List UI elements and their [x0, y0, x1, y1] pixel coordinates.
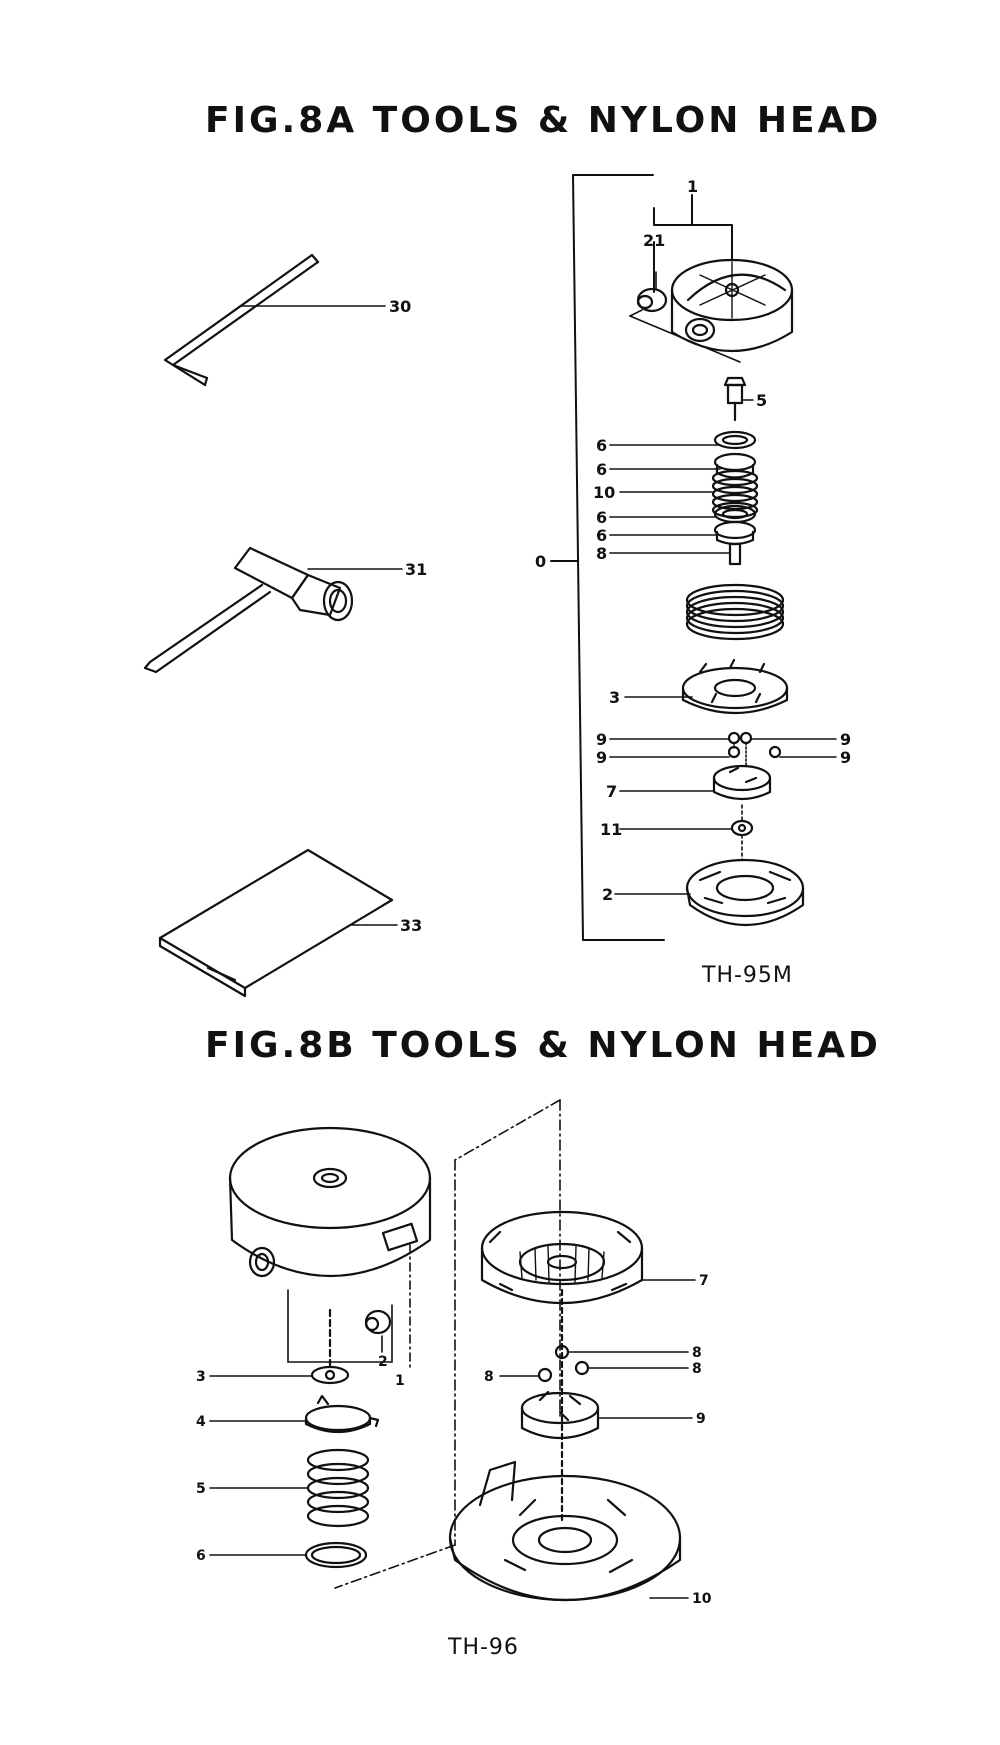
callout-b-9: 9 — [696, 1411, 706, 1427]
callout-b-3: 3 — [196, 1369, 206, 1385]
callout-0: 0 — [535, 552, 546, 571]
callout-b-8a: 8 — [692, 1345, 702, 1361]
manual-bag-drawing — [158, 848, 398, 998]
th95m-bolt-drawing — [723, 376, 754, 422]
th96-clip-drawing — [304, 1394, 380, 1434]
callout-1: 1 — [687, 177, 698, 196]
th96-housing-drawing — [228, 1126, 432, 1278]
callout-b-4: 4 — [196, 1414, 206, 1430]
th95m-pin-drawing — [728, 542, 742, 566]
callout-10: 10 — [593, 483, 615, 502]
hex-wrench-drawing — [163, 253, 386, 387]
th95m-housing-drawing — [629, 258, 794, 363]
callout-5: 5 — [756, 391, 767, 410]
th95m-spool-drawing — [681, 658, 789, 714]
callout-33: 33 — [400, 916, 422, 935]
th95m-leader-lines — [609, 271, 837, 895]
th95m-nylon-line-drawing — [685, 583, 785, 641]
th96-cover-drawing — [448, 1288, 682, 1602]
callout-3: 3 — [609, 688, 620, 707]
callout-b-5: 5 — [196, 1481, 206, 1497]
callout-6d: 6 — [596, 526, 607, 545]
callout-b-8c: 8 — [484, 1369, 494, 1385]
th96-spring-drawing — [306, 1448, 370, 1528]
callout-9c: 9 — [596, 748, 607, 767]
th95m-washer-group-lower — [713, 504, 757, 546]
callout-9b: 9 — [840, 730, 851, 749]
th96-plate-drawing — [310, 1308, 350, 1385]
callout-6a: 6 — [596, 436, 607, 455]
callout-b-1: 1 — [395, 1373, 405, 1389]
fig-8b-title: FIG.8B TOOLS & NYLON HEAD — [205, 1025, 881, 1066]
callout-6b: 6 — [596, 460, 607, 479]
th95m-nut-drawing — [730, 819, 754, 837]
th96-alignment-line — [334, 1099, 561, 1589]
th96-ring-drawing — [304, 1541, 368, 1569]
th96-eyelet-drawing — [364, 1309, 392, 1335]
callout-21: 21 — [643, 231, 665, 250]
fig-8a-title: FIG.8A TOOLS & NYLON HEAD — [205, 100, 882, 141]
fig-8b-model-label: TH-96 — [448, 1635, 519, 1660]
callout-b-7: 7 — [699, 1273, 709, 1289]
plug-wrench-drawing — [143, 546, 403, 674]
assembly-bracket — [550, 174, 733, 941]
callout-31: 31 — [405, 560, 427, 579]
callout-2: 2 — [602, 885, 613, 904]
th96-housing-bracket — [287, 1244, 411, 1371]
callout-b-6: 6 — [196, 1548, 206, 1564]
callout-b-8b: 8 — [692, 1361, 702, 1377]
th95m-ratchet-drawing — [712, 764, 772, 801]
th95m-cover-drawing — [685, 858, 805, 927]
callout-8: 8 — [596, 544, 607, 563]
th95m-eyelet-drawing — [636, 287, 668, 313]
th96-ratchet-drawing — [520, 1390, 600, 1440]
callout-b-10: 10 — [692, 1591, 712, 1607]
th96-leader-lines — [209, 1279, 696, 1599]
callout-6c: 6 — [596, 508, 607, 527]
callout-b-2: 2 — [378, 1354, 388, 1370]
callout-9d: 9 — [840, 748, 851, 767]
fig-8a-model-label: TH-95M — [702, 963, 793, 988]
callout-9a: 9 — [596, 730, 607, 749]
callout-30: 30 — [389, 297, 411, 316]
th95m-balls-drawing — [727, 731, 782, 759]
callout-11: 11 — [600, 820, 622, 839]
callout-7: 7 — [606, 782, 617, 801]
